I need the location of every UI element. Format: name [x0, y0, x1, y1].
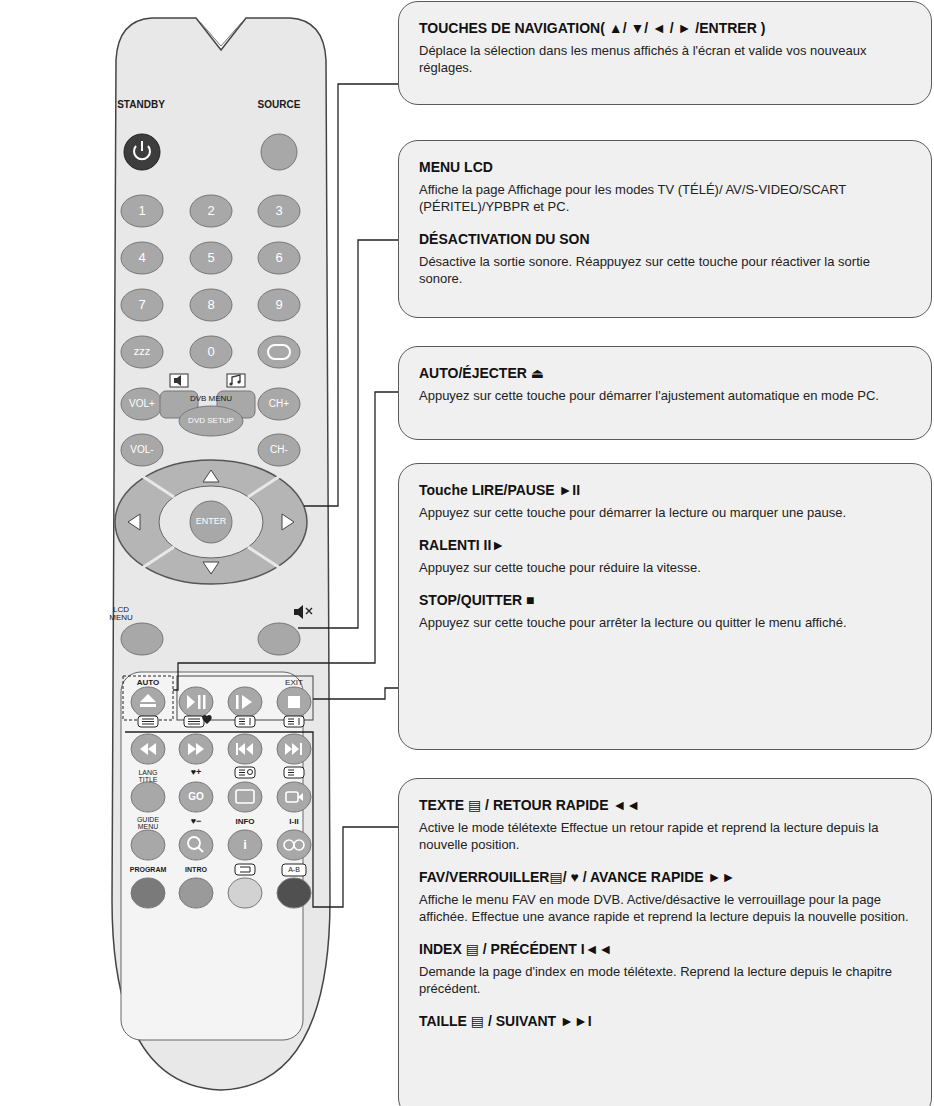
button-label: INFO: [235, 818, 254, 826]
button-label: 4: [138, 251, 145, 265]
callout-heading: AUTO/ÉJECTER ⏏: [419, 365, 913, 382]
callout-heading: FAV/VERROUILLER▤/ ♥ / AVANCE RAPIDE ►►: [419, 869, 913, 886]
callout-box: AUTO/ÉJECTER ⏏ Appuyez sur cette touche p…: [398, 346, 932, 440]
callout-body: Affiche la page Affichage pour les modes…: [419, 181, 913, 215]
callout-box: MENU LCD Affiche la page Affichage pour l…: [398, 140, 932, 318]
button-label: CH+: [269, 399, 289, 410]
button-label: ENTER: [196, 517, 227, 526]
callout-body: Affiche le menu FAV en mode DVB. Active/…: [419, 891, 913, 925]
button-label: DVD SETUP: [188, 417, 234, 425]
callout-heading: TEXTE ▤ / RETOUR RAPIDE ◄◄: [419, 797, 913, 814]
callout-body: Appuyez sur cette touche pour démarrer l…: [419, 387, 913, 404]
button-label: 1: [138, 204, 145, 218]
callout-body: Désactive la sortie sonore. Réappuyez su…: [419, 253, 913, 287]
button-label: 7: [138, 298, 145, 312]
callout-box: TEXTE ▤ / RETOUR RAPIDE ◄◄ Active le mode…: [398, 778, 932, 1106]
button-label: INTRO: [185, 866, 207, 873]
button-label: A-B: [288, 866, 300, 873]
callout-box: TOUCHES DE NAVIGATION( ▲/ ▼/ ◄ / ► /ENTR…: [398, 1, 932, 105]
button-label: SOURCE: [258, 100, 301, 111]
button-label: 3: [275, 204, 282, 218]
button-label: 9: [275, 298, 282, 312]
callout-heading: INDEX ▤ / PRÉCÉDENT I◄◄: [419, 941, 913, 958]
callout-heading: TAILLE ▤ / SUIVANT ►►I: [419, 1013, 913, 1030]
button-label: 2: [207, 204, 214, 218]
button-label: 6: [275, 251, 282, 265]
button-label: DVB MENU: [190, 395, 232, 403]
callout-heading: MENU LCD: [419, 159, 913, 176]
button-label: ♥+: [191, 768, 202, 777]
button-label: AUTO: [137, 679, 160, 687]
callout-body: Appuyez sur cette touche pour arrêter la…: [419, 614, 913, 631]
callout-box: Touche LIRE/PAUSE ►II Appuyez sur cette t…: [398, 463, 932, 750]
callout-body: Appuyez sur cette touche pour démarrer l…: [419, 504, 913, 521]
button-label: PROGRAM: [130, 866, 167, 873]
callout-heading: Touche LIRE/PAUSE ►II: [419, 482, 913, 499]
button-label: I-II: [289, 818, 298, 826]
button-label: 5: [207, 251, 214, 265]
callout-heading: STOP/QUITTER ■: [419, 592, 913, 609]
callout-heading: DÉSACTIVATION DU SON: [419, 231, 913, 248]
button-label: i: [243, 838, 247, 852]
callout-body: Déplace la sélection dans les menus affi…: [419, 42, 913, 76]
button-label: LANG TITLE: [133, 769, 163, 784]
button-label: VOL-: [130, 445, 153, 456]
button-label: VOL+: [129, 399, 155, 410]
button-label: GUIDE MENU: [132, 816, 164, 831]
button-label: EXIT: [285, 679, 303, 687]
callout-body: Active le mode télétexte Effectue un ret…: [419, 819, 913, 853]
callout-heading: TOUCHES DE NAVIGATION( ▲/ ▼/ ◄ / ► /ENTR…: [419, 20, 913, 37]
callout-body: Appuyez sur cette touche pour réduire la…: [419, 559, 913, 576]
button-label: LCD MENU: [105, 606, 137, 623]
button-label: zzz: [134, 346, 151, 358]
button-label: 8: [207, 298, 214, 312]
button-label: 0: [207, 345, 214, 359]
callout-body: Demande la page d'index en mode télétext…: [419, 963, 913, 997]
callout-heading: RALENTI II►: [419, 537, 913, 554]
button-label: CH-: [270, 445, 288, 456]
button-label: ♥−: [191, 817, 202, 826]
button-label: STANDBY: [117, 100, 165, 111]
button-label: GO: [188, 792, 204, 803]
